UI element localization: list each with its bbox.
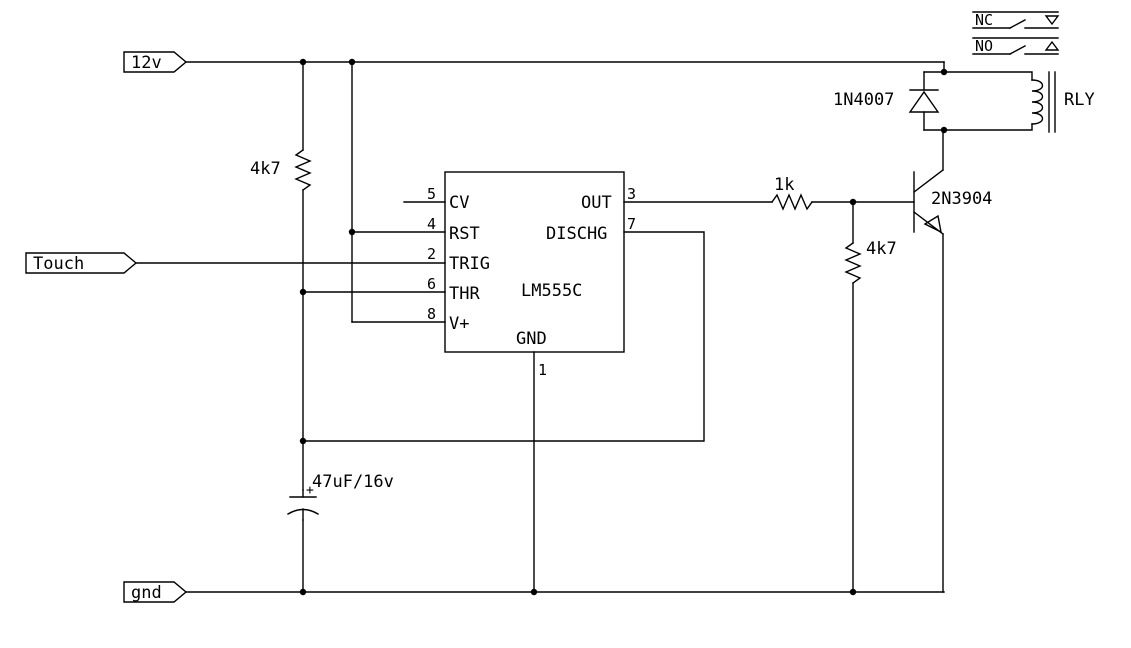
flyback-diode: 1N4007 <box>833 89 940 113</box>
ic-pin-wires <box>135 201 773 593</box>
pin-gnd-label: GND <box>516 329 547 349</box>
relay-nc-label: NC <box>975 11 993 29</box>
pin-cv-label: CV <box>449 193 469 213</box>
pin-gnd-number: 1 <box>538 361 547 379</box>
pulldown-resistor: 4k7 <box>844 201 897 593</box>
transistor-npn: 2N3904 <box>913 129 992 593</box>
relay-label: RLY <box>1064 90 1095 110</box>
pin-dischg-number: 7 <box>627 215 636 233</box>
timing-resistor: 4k7 <box>250 149 312 191</box>
junction-dots <box>299 58 948 596</box>
pin-out-number: 3 <box>627 185 636 203</box>
reset-vplus-wires <box>351 61 446 323</box>
pin-dischg-label: DISCHG <box>546 224 607 244</box>
supply-port: 12v <box>123 51 188 73</box>
pulldown-resistor-label: 4k7 <box>866 239 897 259</box>
base-resistor-label: 1k <box>774 175 794 195</box>
relay-no-label: NO <box>975 37 993 55</box>
pin-cv-number: 5 <box>427 185 436 203</box>
ground-port-label: gnd <box>131 583 162 603</box>
pin-thr-number: 6 <box>427 275 436 293</box>
pin-thr-label: THR <box>449 284 480 304</box>
timing-capacitor: + 47uF/16v <box>287 472 394 521</box>
pin-out-label: OUT <box>581 193 612 213</box>
base-resistor: 1k <box>771 175 915 211</box>
pin-trig-label: TRIG <box>449 254 490 274</box>
touch-port: Touch <box>25 252 138 274</box>
capacitor-plus-sign: + <box>306 483 314 498</box>
pin-vplus-number: 8 <box>427 305 436 323</box>
relay-contact-no: NO <box>972 37 1060 55</box>
ic-lm555c: LM555C CV 5 RST 4 TRIG 2 THR 6 V+ 8 OUT … <box>427 171 636 379</box>
ground-port: gnd <box>123 581 188 603</box>
touch-port-label: Touch <box>33 254 84 274</box>
ic-name: LM555C <box>521 281 582 301</box>
diode-label: 1N4007 <box>833 90 894 110</box>
pin-rst-number: 4 <box>427 215 436 233</box>
relay-coil: RLY <box>1031 71 1095 133</box>
pin-trig-number: 2 <box>427 245 436 263</box>
capacitor-label: 47uF/16v <box>312 472 394 492</box>
pin-vplus-label: V+ <box>449 314 469 334</box>
diode-relay-wires <box>923 61 1033 131</box>
supply-port-label: 12v <box>131 53 162 73</box>
transistor-label: 2N3904 <box>931 189 992 209</box>
relay-contact-nc: NC <box>972 11 1060 29</box>
timing-resistor-label: 4k7 <box>250 159 281 179</box>
pin-rst-label: RST <box>449 224 480 244</box>
